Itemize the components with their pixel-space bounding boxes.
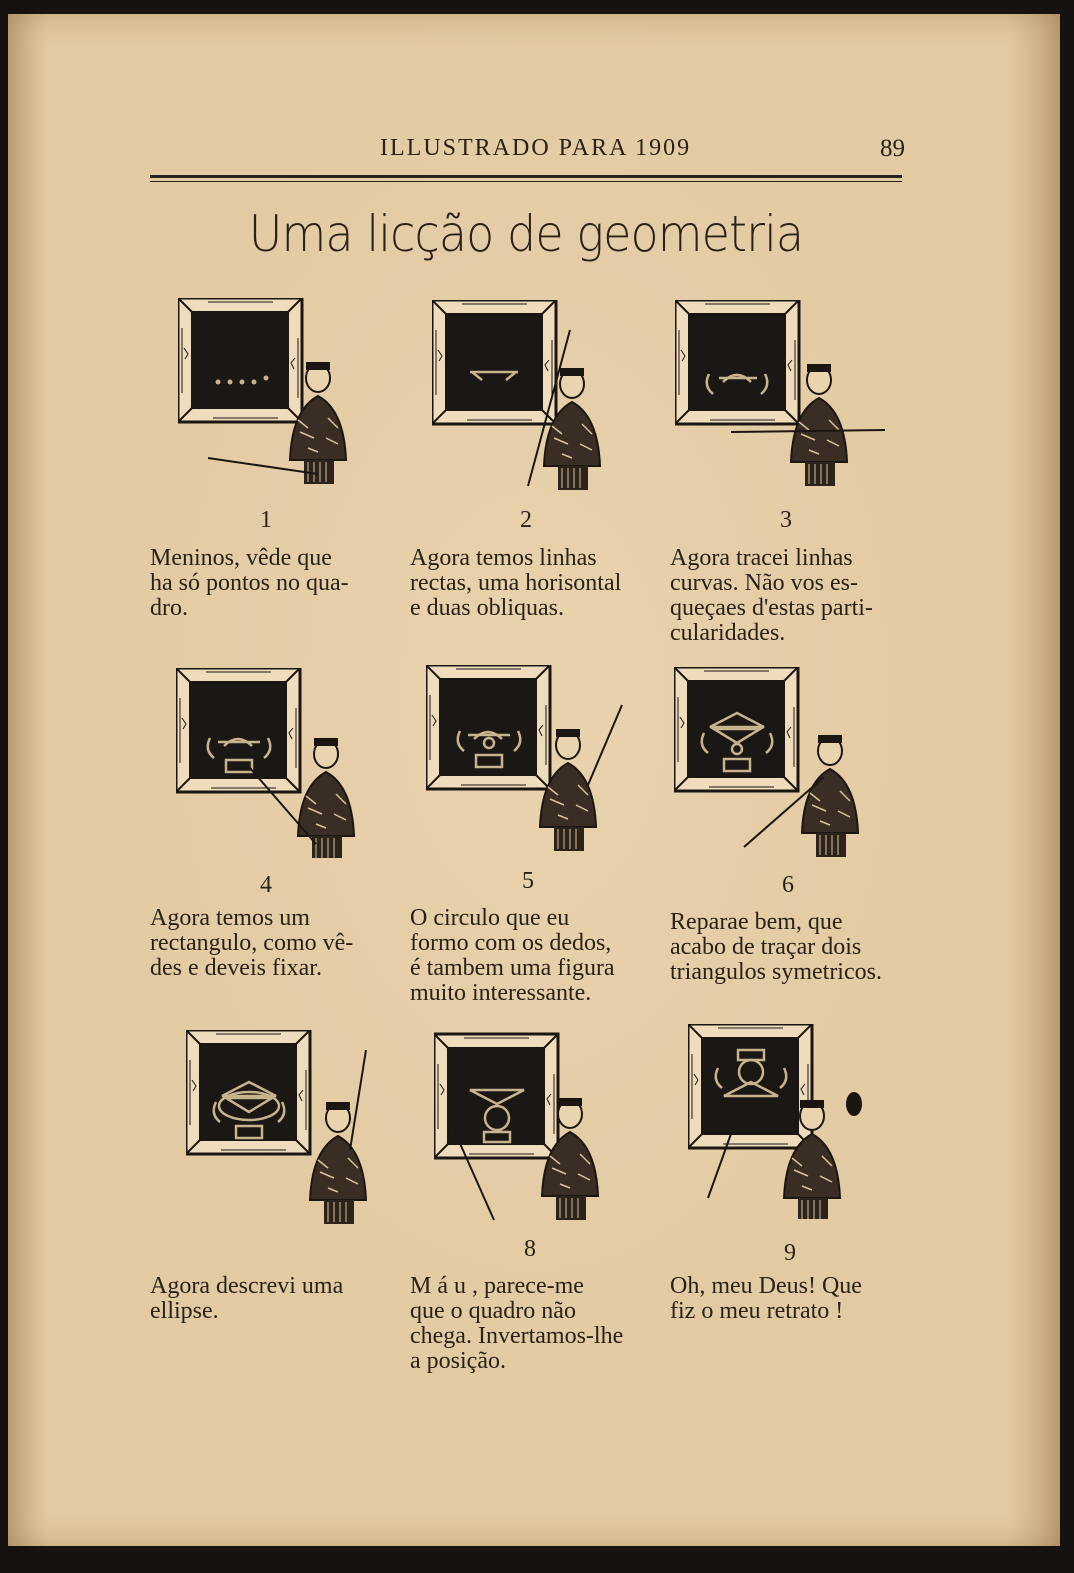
panel-number-1: 1 (260, 507, 272, 533)
panel-number-5: 5 (522, 868, 534, 894)
illustration-panel-1 (178, 298, 347, 485)
page-number: 89 (880, 135, 905, 162)
header-rule-thin (150, 181, 902, 182)
illustration-panel-4 (176, 668, 355, 858)
illustration-panel-9 (688, 1024, 862, 1219)
caption-6: Reparae bem, que acabo de traçar dois tr… (670, 909, 882, 985)
panel-number-6: 6 (782, 872, 794, 898)
running-head: ILLUSTRADO PARA 1909 (380, 135, 692, 161)
header-rule (150, 175, 902, 178)
illustration-panel-2 (432, 300, 601, 490)
illustration-panel-7 (186, 1030, 367, 1225)
caption-9: Oh, meu Deus! Que fiz o meu retrato ! (670, 1273, 862, 1324)
illustration-panel-6 (674, 667, 859, 857)
illustration-panel-5 (426, 665, 623, 852)
caption-4: Agora temos um rectangulo, como vê- des … (150, 905, 354, 981)
caption-1: Meninos, vêde que ha só pontos no qua- d… (150, 545, 349, 621)
panel-number-3: 3 (780, 507, 792, 533)
caption-5: O circulo que eu formo com os dedos, é t… (410, 905, 615, 1006)
caption-2: Agora temos linhas rectas, uma horisonta… (410, 545, 622, 621)
panel-number-4: 4 (260, 872, 272, 898)
illustration-panel-3 (675, 300, 886, 487)
panel-number-8: 8 (524, 1236, 536, 1262)
caption-8: M á u , parece-me que o quadro não chega… (410, 1273, 624, 1374)
caption-7: Agora descrevi uma ellipse. (150, 1273, 344, 1324)
page-title: Uma licção de geometria (248, 205, 804, 263)
panel-number-2: 2 (520, 507, 532, 533)
caption-3: Agora tracei linhas curvas. Não vos es- … (670, 545, 873, 646)
illustration-panel-8 (434, 1032, 599, 1221)
panel-number-9: 9 (784, 1240, 796, 1266)
